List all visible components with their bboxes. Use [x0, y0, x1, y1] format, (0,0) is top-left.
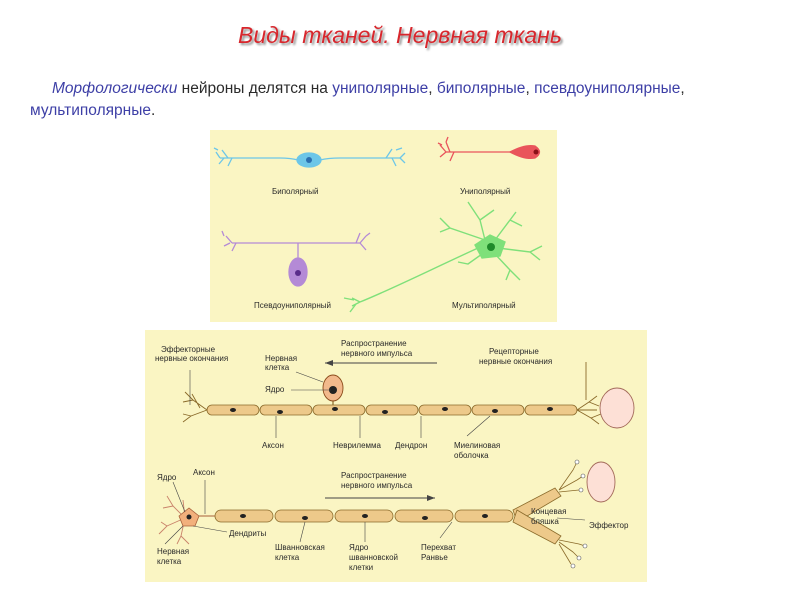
- label-bottom-nucleus: Ядро: [157, 473, 177, 482]
- label-unipolar: Униполярный: [460, 187, 510, 196]
- end-plates: [558, 461, 586, 565]
- receptor-organ: [599, 387, 635, 429]
- label-end-plate: Концевая бляшка: [531, 507, 569, 526]
- top-pointer-lines: [189, 370, 491, 438]
- bottom-schwann-nuclei: [240, 514, 488, 520]
- label-bottom-axon: Аксон: [193, 468, 215, 477]
- top-receptor-endings: [576, 362, 602, 425]
- top-myelinated-fibre: [206, 404, 578, 416]
- label-effector: Эффектор: [589, 521, 629, 530]
- intro-end: .: [150, 102, 156, 119]
- nerve-pathway-panel: Эффекторные нервные окончания Нервная кл…: [145, 330, 647, 582]
- intro-lead: Морфологически: [52, 80, 178, 97]
- label-neurilemma: Неврилемма: [333, 441, 382, 450]
- label-dendrites: Дендриты: [229, 529, 267, 538]
- term-multipolar: мультиполярные: [30, 102, 151, 119]
- label-schwann-cell: Шванновская клетка: [275, 543, 327, 562]
- slide-title: Виды тканей. Нервная ткань: [238, 22, 562, 48]
- label-multipolar: Мультиполярный: [452, 301, 516, 310]
- intro-paragraph: Морфологически нейроны делятся на унипол…: [30, 78, 750, 122]
- label-effector-endings: Эффекторные нервные окончания: [155, 345, 228, 363]
- neuron-types-illustration: Биполярный Униполярный Псевдоуниполярный: [213, 136, 543, 313]
- end-plate-dots: [570, 459, 588, 569]
- term-bipolar: биполярные: [436, 80, 526, 97]
- label-top-propagation: Распространение нервного импульса: [341, 339, 413, 358]
- bottom-dendrites: [158, 495, 190, 545]
- nerve-pathway-diagram: Эффекторные нервные окончания Нервная кл…: [155, 339, 635, 572]
- pseudounipolar-neuron: [221, 230, 371, 287]
- label-top-axon: Аксон: [262, 441, 284, 450]
- label-dendron: Дендрон: [395, 441, 427, 450]
- term-unipolar: униполярные: [332, 80, 429, 97]
- label-ranvier-node: Перехват Ранвье: [421, 543, 458, 562]
- effector-organ: [586, 461, 616, 503]
- bipolar-neuron: [213, 147, 406, 168]
- label-bipolar: Биполярный: [272, 187, 318, 196]
- label-bottom-propagation: Распространение нервного импульса: [341, 471, 413, 490]
- intro-sep: ,: [525, 80, 535, 97]
- label-bottom-nerve-cell: Нервная клетка: [157, 547, 191, 566]
- intro-sep: ,: [680, 80, 685, 97]
- top-schwann-nuclei: [230, 407, 553, 414]
- bottom-pointer-lines: [164, 480, 586, 545]
- term-pseudounipolar: псевдоуниполярные: [534, 80, 681, 97]
- neuron-types-panel: Биполярный Униполярный Псевдоуниполярный: [210, 130, 557, 322]
- intro-sep: ,: [428, 80, 437, 97]
- label-myelin-sheath: Миелиновая оболочка: [454, 441, 503, 460]
- label-schwann-nucleus: Ядро шванновской клетки: [349, 543, 400, 572]
- label-pseudounipolar: Псевдоуниполярный: [254, 301, 331, 310]
- axon-branches: [512, 487, 562, 545]
- multipolar-neuron: [343, 201, 543, 313]
- intro-text: нейроны делятся на: [177, 80, 333, 97]
- unipolar-neuron: [437, 136, 541, 162]
- label-receptor-endings: Рецепторные нервные окончания: [479, 347, 552, 366]
- label-top-nerve-cell: Нервная клетка: [265, 354, 299, 372]
- top-effector-endings: [182, 391, 208, 423]
- label-top-nucleus: Ядро: [265, 385, 285, 394]
